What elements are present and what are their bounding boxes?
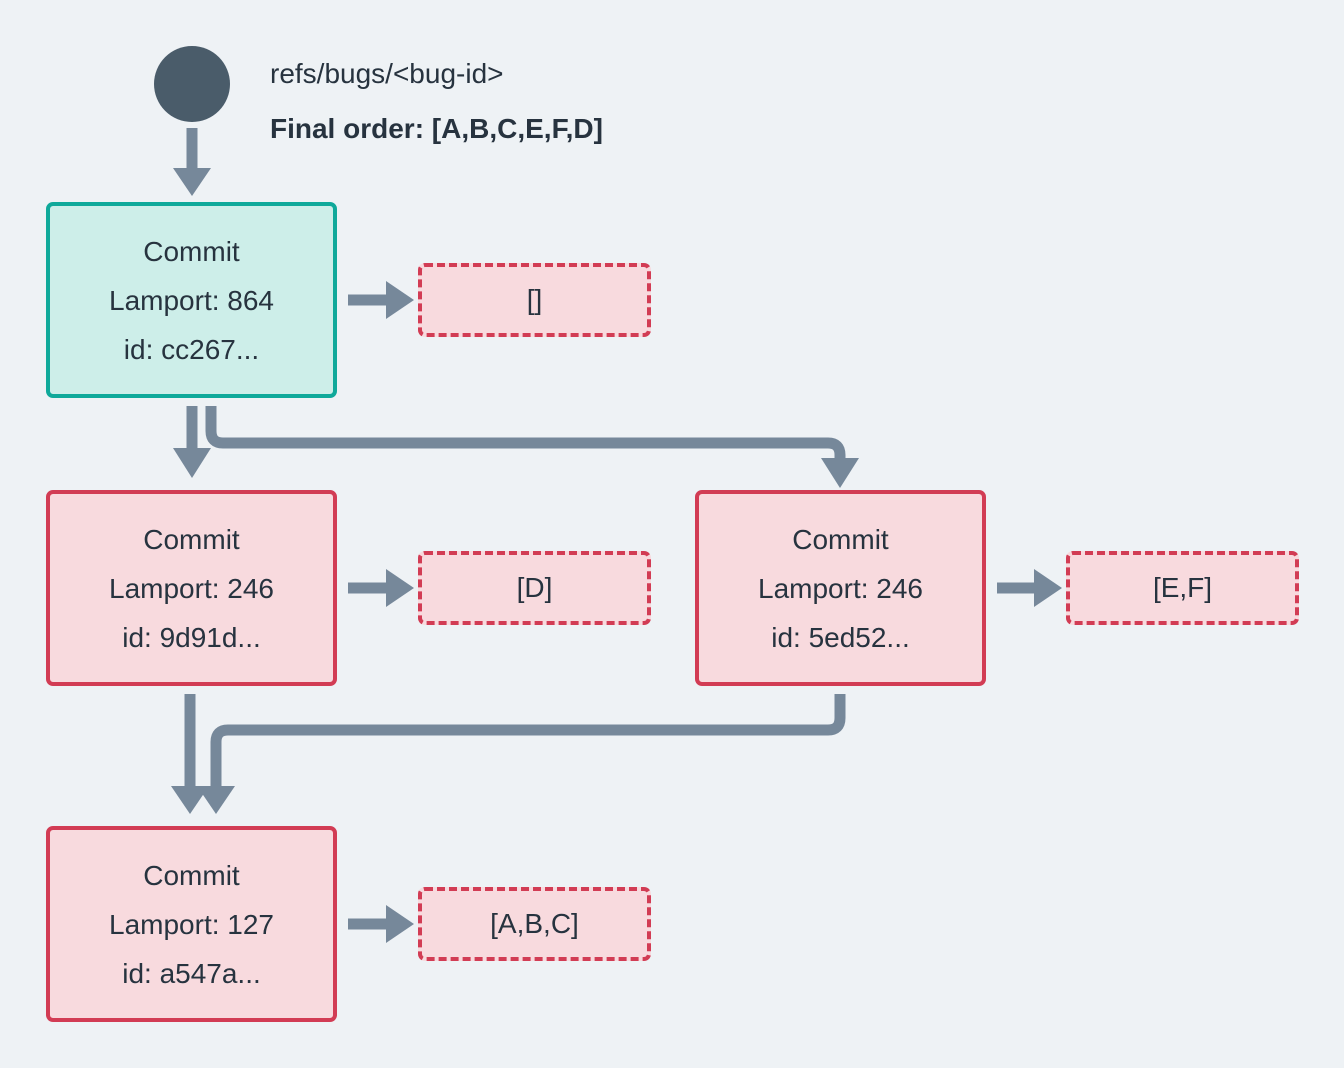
edge-commit-5ed52-to-commit-a547a	[197, 694, 846, 814]
edge-commit-cc267-to-ops-cc267	[348, 281, 414, 319]
ref-label: refs/bugs/<bug-id>	[270, 58, 504, 89]
commit-node[interactable]: Commit Lamport: 246 id: 5ed52...	[695, 490, 986, 686]
ops-label: [E,F]	[1152, 572, 1213, 603]
commit-lamport: Lamport: 246	[758, 572, 923, 604]
commit-node[interactable]: Commit Lamport: 246 id: 9d91d...	[46, 490, 337, 686]
edge-commit-a547a-to-ops-a547a	[348, 905, 414, 943]
commit-id: id: a547a...	[122, 957, 261, 989]
commit-node[interactable]: Commit Lamport: 864 id: cc267...	[46, 202, 337, 398]
commit-title: Commit	[143, 235, 240, 267]
commit-title: Commit	[143, 523, 240, 555]
commit-id: id: cc267...	[123, 333, 260, 365]
edge-commit-9d91d-to-ops-9d91d	[348, 569, 414, 607]
final-order-label: Final order: [A,B,C,E,F,D]	[270, 113, 603, 144]
edge-commit-5ed52-to-ops-5ed52	[997, 569, 1062, 607]
commit-lamport: Lamport: 246	[109, 572, 274, 604]
ops-box[interactable]: [A,B,C]	[418, 887, 651, 961]
ops-label: [D]	[516, 572, 553, 603]
ops-label: [A,B,C]	[490, 908, 579, 939]
edge-commit-9d91d-to-commit-a547a	[171, 694, 209, 814]
edge-commit-cc267-to-commit-9d91d	[173, 406, 211, 478]
edge-start-to-commit-cc267	[173, 128, 211, 196]
start-node[interactable]	[154, 46, 230, 122]
commit-lamport: Lamport: 864	[109, 284, 274, 316]
commit-node[interactable]: Commit Lamport: 127 id: a547a...	[46, 826, 337, 1022]
ops-box[interactable]: [E,F]	[1066, 551, 1299, 625]
ops-box[interactable]: [D]	[418, 551, 651, 625]
commit-title: Commit	[143, 859, 240, 891]
commit-id: id: 9d91d...	[122, 621, 261, 653]
commit-title: Commit	[792, 523, 889, 555]
ops-box[interactable]: []	[418, 263, 651, 337]
commit-id: id: 5ed52...	[771, 621, 910, 653]
edge-commit-cc267-to-commit-5ed52	[205, 406, 859, 488]
ops-label: []	[526, 284, 543, 315]
commit-lamport: Lamport: 127	[109, 908, 274, 940]
